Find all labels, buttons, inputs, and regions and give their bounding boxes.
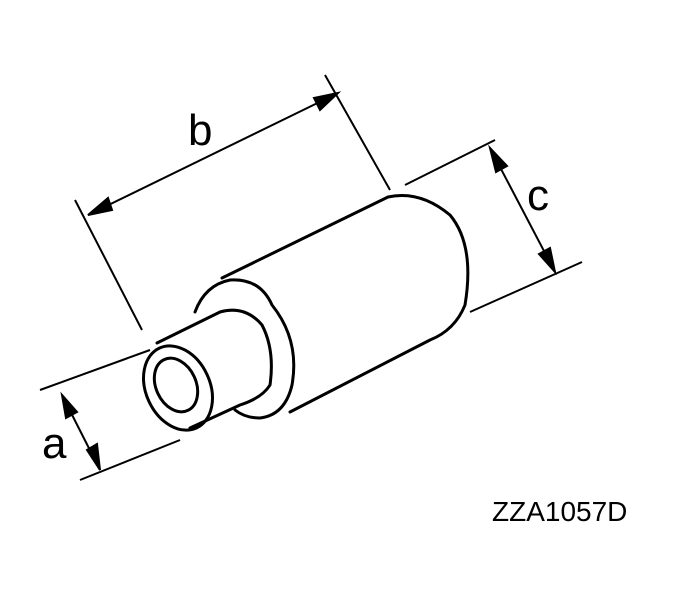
dimension-label-b: b <box>188 106 212 155</box>
large-body-outline <box>220 193 470 414</box>
dimension-label-c: c <box>527 171 549 220</box>
flange-outline <box>193 278 296 420</box>
dimension-lines <box>39 74 583 481</box>
small-tube-outline <box>155 308 273 430</box>
dimension-label-a: a <box>42 419 67 468</box>
figure-code: ZZA1057D <box>492 496 627 527</box>
end-face-outer <box>142 344 214 432</box>
bushing-part <box>142 193 470 432</box>
bore-hole <box>152 356 200 414</box>
